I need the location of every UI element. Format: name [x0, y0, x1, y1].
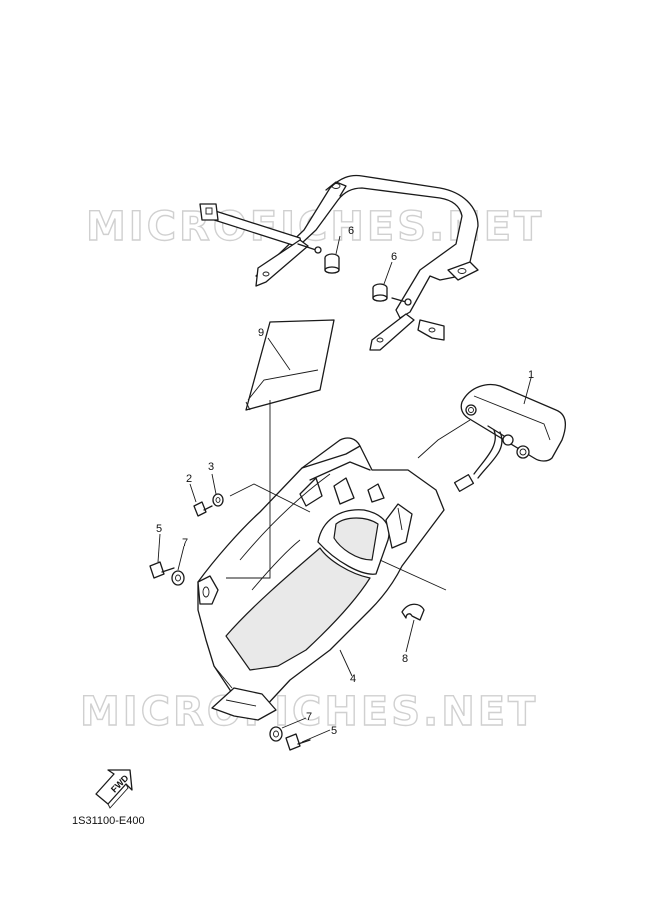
callout-8: 8 — [402, 653, 408, 665]
callout-5-lower: 5 — [331, 725, 337, 737]
bolt-5-lower — [285, 733, 311, 751]
callout-2: 2 — [186, 473, 192, 485]
damper-right — [372, 283, 388, 302]
label-sticker — [245, 319, 335, 411]
callout-9: 9 — [258, 327, 264, 339]
callout-4: 4 — [350, 673, 356, 685]
callout-5-upper: 5 — [156, 523, 162, 535]
tail-light — [453, 383, 567, 492]
clamp-8 — [401, 603, 425, 621]
bolt-5-upper — [149, 561, 175, 579]
callout-7-lower: 7 — [306, 711, 312, 723]
grab-bar — [199, 174, 479, 351]
washer-3 — [212, 493, 224, 507]
callout-1: 1 — [528, 369, 534, 381]
callout-6-left: 6 — [348, 225, 354, 237]
callout-6-right: 6 — [391, 251, 397, 263]
watermark-bottom: MICROFICHES.NET — [80, 689, 538, 735]
collar-7-lower — [269, 726, 283, 742]
rear-fender — [197, 437, 445, 721]
fwd-arrow-icon: FWD — [95, 769, 133, 809]
collar-7-upper — [171, 570, 185, 586]
diagram-code: 1S31100-E400 — [72, 815, 145, 827]
damper-left — [324, 253, 340, 274]
callout-3: 3 — [208, 461, 214, 473]
callout-7-upper: 7 — [182, 537, 188, 549]
bolt-2 — [193, 501, 213, 517]
